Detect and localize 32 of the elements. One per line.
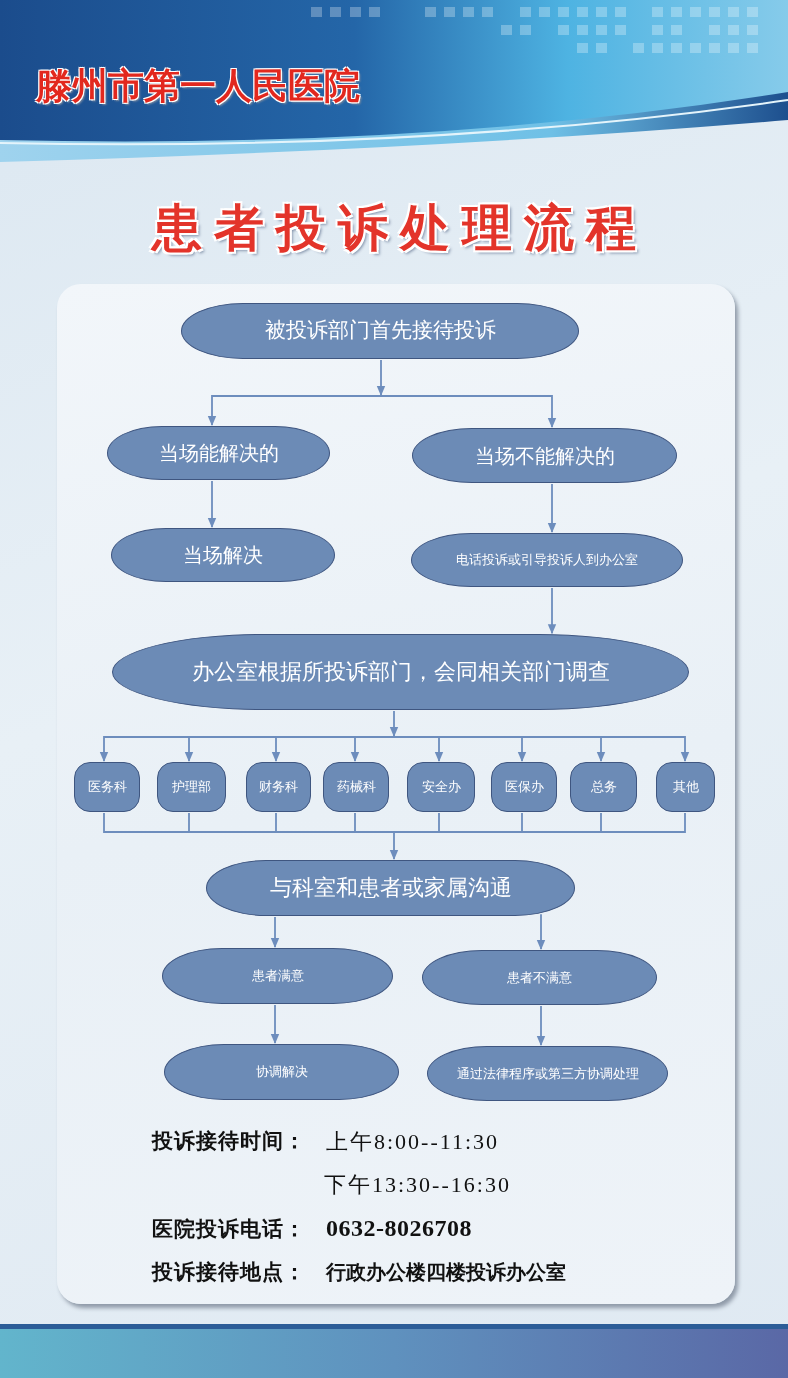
- address-text: 行政办公楼四楼投诉办公室: [326, 1261, 566, 1284]
- arrow: [536, 1005, 546, 1046]
- connector-line: [354, 812, 395, 833]
- arrow: [547, 483, 557, 533]
- arrow: [393, 736, 690, 762]
- info-label: 投诉接待时间：: [152, 1129, 306, 1154]
- arrow: [389, 710, 399, 737]
- rounded-box: 医务科: [74, 762, 140, 812]
- rounded-box: 护理部: [157, 762, 226, 812]
- rounded-box: 药械科: [323, 762, 389, 812]
- arrow: [376, 359, 386, 396]
- rounded-box: 财务科: [246, 762, 311, 812]
- arrow: [380, 395, 557, 428]
- arrow: [207, 480, 217, 528]
- rounded-box: 总务: [570, 762, 637, 812]
- rounded-box: 医保办: [491, 762, 557, 812]
- info-value: 下午13:30--16:30: [324, 1172, 511, 1198]
- connector-line: [393, 812, 686, 833]
- phone-number: 0632-8026708: [326, 1215, 472, 1243]
- rounded-box: 安全办: [407, 762, 475, 812]
- arrow: [270, 916, 280, 948]
- info-label: 医院投诉电话：: [152, 1217, 306, 1242]
- info-value: 上午8:00--11:30: [326, 1129, 500, 1155]
- hospital-name: 滕州市第一人民医院: [36, 66, 360, 108]
- rounded-box: 其他: [656, 762, 715, 812]
- arrow: [389, 831, 399, 860]
- arrow: [350, 736, 395, 762]
- info-label: 投诉接待地点：: [152, 1260, 306, 1285]
- arrow: [207, 395, 382, 426]
- title: 患者投诉处理流程: [152, 200, 648, 258]
- arrow: [547, 587, 557, 635]
- arrow: [270, 1004, 280, 1044]
